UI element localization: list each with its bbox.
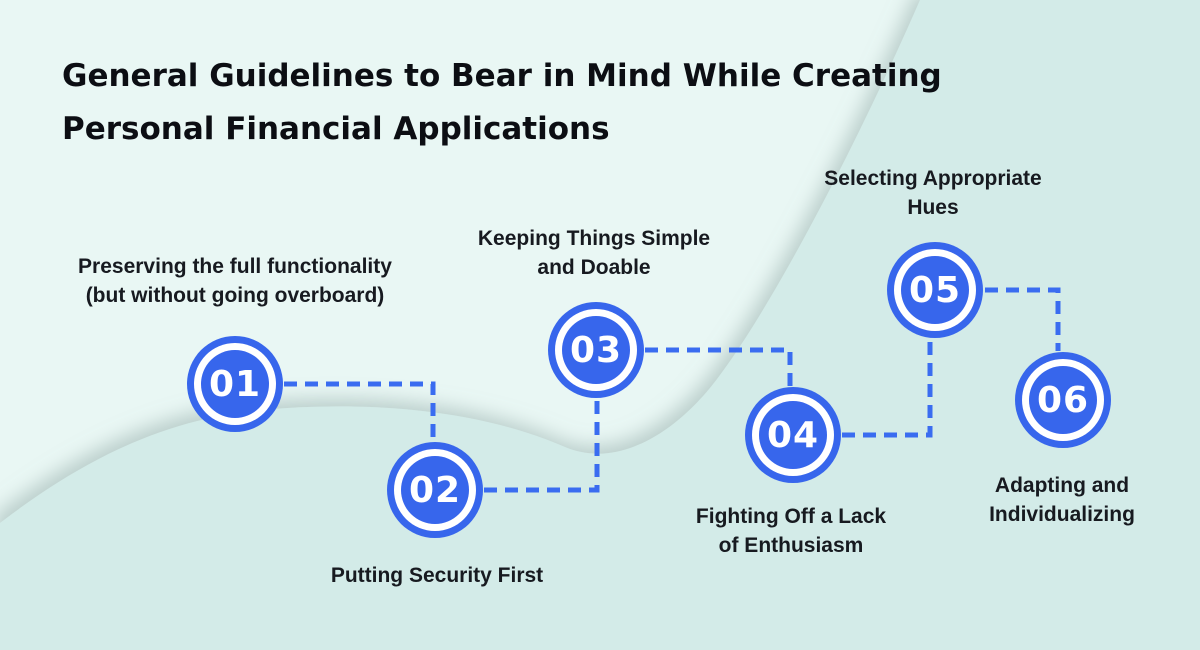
step-number-02: 02 bbox=[408, 469, 462, 511]
step-circle-03-ring: 03 bbox=[555, 309, 637, 391]
step-number-06: 06 bbox=[1036, 379, 1090, 421]
step-number-01: 01 bbox=[208, 363, 262, 405]
page-title: General Guidelines to Bear in Mind While… bbox=[62, 50, 1042, 156]
step-label-06-line-1: Adapting and bbox=[994, 474, 1130, 497]
step-label-03-line-2: and Doable bbox=[537, 256, 651, 279]
step-circle-04: 04 bbox=[745, 387, 841, 483]
step-number-05: 05 bbox=[908, 269, 962, 311]
connector-05-06 bbox=[985, 287, 1061, 351]
step-label-05-line-1: Selecting Appropriate bbox=[824, 167, 1042, 190]
step-circle-01-disc: 01 bbox=[201, 350, 269, 418]
step-circle-01: 01 bbox=[187, 336, 283, 432]
step-label-06-line-2: Individualizing bbox=[989, 503, 1135, 526]
step-circle-03-disc: 03 bbox=[562, 316, 630, 384]
page-title-line-1: General Guidelines to Bear in Mind While… bbox=[62, 58, 942, 94]
connector-01-02 bbox=[284, 381, 436, 441]
step-circle-02-ring: 02 bbox=[394, 449, 476, 531]
step-number-03: 03 bbox=[569, 329, 623, 371]
step-label-06: Adapting and Individualizing bbox=[842, 471, 1200, 529]
step-label-02-line-1: Putting Security First bbox=[330, 564, 544, 587]
step-circle-02-disc: 02 bbox=[401, 456, 469, 524]
step-circle-01-ring: 01 bbox=[194, 343, 276, 425]
step-circle-06: 06 bbox=[1015, 352, 1111, 448]
step-circle-03: 03 bbox=[548, 302, 644, 398]
page-title-line-2: Personal Financial Applications bbox=[62, 111, 610, 147]
step-circle-06-ring: 06 bbox=[1022, 359, 1104, 441]
step-circle-04-ring: 04 bbox=[752, 394, 834, 476]
step-label-03-line-1: Keeping Things Simple bbox=[477, 227, 711, 250]
step-circle-05: 05 bbox=[887, 242, 983, 338]
step-circle-04-disc: 04 bbox=[759, 401, 827, 469]
step-number-04: 04 bbox=[766, 414, 820, 456]
step-label-02: Putting Security First bbox=[217, 561, 657, 590]
connector-03-04 bbox=[645, 347, 793, 386]
connector-04-05 bbox=[842, 339, 933, 438]
step-label-05: Selecting Appropriate Hues bbox=[713, 164, 1153, 222]
step-circle-05-disc: 05 bbox=[901, 256, 969, 324]
step-label-04-line-2: of Enthusiasm bbox=[718, 534, 864, 557]
step-circle-02: 02 bbox=[387, 442, 483, 538]
step-label-01-line-2: (but without going overboard) bbox=[85, 284, 385, 307]
connector-02-03 bbox=[484, 399, 600, 493]
step-circle-05-ring: 05 bbox=[894, 249, 976, 331]
step-label-05-line-2: Hues bbox=[907, 196, 959, 219]
step-circle-06-disc: 06 bbox=[1029, 366, 1097, 434]
step-label-03: Keeping Things Simple and Doable bbox=[374, 224, 814, 282]
